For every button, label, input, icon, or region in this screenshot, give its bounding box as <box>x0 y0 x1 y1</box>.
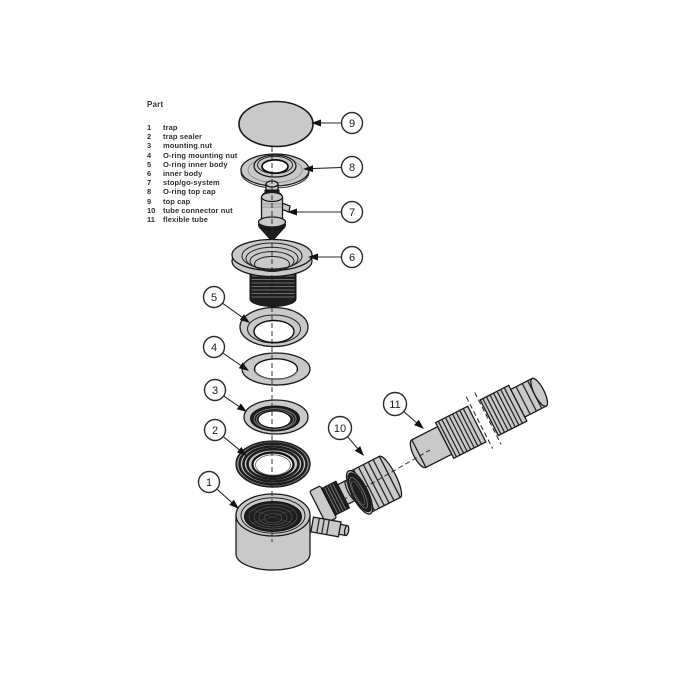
parts-list-item: 11 flexible tube <box>147 213 297 224</box>
parts-list-item: 2 trap sealer <box>147 130 297 142</box>
part-number: 8 <box>147 187 152 197</box>
part-label: stop/go-system <box>163 178 220 188</box>
callout-number: 3 <box>212 385 218 397</box>
callout-number: 9 <box>349 118 355 130</box>
parts-list-item: 3 mounting nut <box>147 139 297 151</box>
part-label: tube connector nut <box>163 205 233 215</box>
callout-number: 1 <box>206 477 212 489</box>
part-label: flexible tube <box>163 214 209 224</box>
part-top-cap <box>238 100 314 148</box>
part-label: O-ring mounting nut <box>163 150 238 160</box>
part-label: trap <box>163 123 178 132</box>
callout-9: 9 <box>311 111 364 135</box>
callout-number: 11 <box>389 399 400 411</box>
part-flexible-tube <box>409 377 549 469</box>
callout-8: 8 <box>303 155 364 179</box>
callout-number: 4 <box>211 342 217 354</box>
parts-list-header: Part <box>147 100 164 109</box>
parts-list-item: 6 inner body <box>147 167 297 178</box>
parts-list-item: 5 O-ring inner body <box>147 158 297 169</box>
part-number: 3 <box>147 141 152 151</box>
callout-11: 11 <box>382 391 424 429</box>
callout-10: 10 <box>327 415 364 456</box>
callout-3: 3 <box>203 378 247 412</box>
part-number: 11 <box>147 214 155 224</box>
part-number: 10 <box>147 205 156 215</box>
callout-number: 8 <box>349 162 355 174</box>
part-stop-go-system <box>257 180 291 241</box>
part-number: 7 <box>147 178 152 188</box>
part-number: 2 <box>147 132 152 142</box>
part-trap <box>235 479 358 571</box>
part-number: 4 <box>147 150 152 160</box>
parts-list-item: 4 O-ring mounting nut <box>147 149 297 160</box>
part-trap-sealer <box>235 440 311 488</box>
parts-list-item: 10 tube connector nut <box>147 204 297 215</box>
part-label: O-ring inner body <box>163 159 228 169</box>
trap-hose-barb <box>310 516 350 538</box>
part-inner-body <box>231 238 313 307</box>
callout-2: 2 <box>203 418 247 456</box>
parts-list-item: 8 O-ring top cap <box>147 185 297 197</box>
callout-7: 7 <box>287 200 364 224</box>
outlet-axis-line <box>335 449 431 505</box>
parts-list-item: 1 trap <box>147 121 297 132</box>
parts-list-item: 9 top cap <box>147 195 297 206</box>
part-label: O-ring top cap <box>163 187 216 197</box>
part-number: 1 <box>147 123 152 132</box>
part-label: trap sealer <box>163 132 203 142</box>
parts-list-item: 7 stop/go-system <box>147 176 297 188</box>
part-tube-connector-nut <box>345 455 403 515</box>
part-oring-mounting-nut <box>241 352 311 386</box>
part-label: mounting nut <box>163 141 213 151</box>
callout-number: 10 <box>334 423 346 435</box>
part-oring-inner-body <box>239 306 309 348</box>
part-label: inner body <box>163 168 203 178</box>
part-number: 5 <box>147 159 152 169</box>
callout-number: 2 <box>212 425 218 437</box>
part-number: 6 <box>147 168 152 178</box>
part-mounting-nut <box>243 399 309 435</box>
callout-number: 7 <box>349 207 355 219</box>
callout-number: 6 <box>349 252 355 264</box>
callout-1: 1 <box>197 470 239 509</box>
callout-number: 5 <box>211 292 217 304</box>
callout-4: 4 <box>202 335 249 371</box>
callout-5: 5 <box>202 285 250 323</box>
part-label: top cap <box>163 196 191 206</box>
part-number: 9 <box>147 196 152 206</box>
callout-6: 6 <box>308 245 364 269</box>
